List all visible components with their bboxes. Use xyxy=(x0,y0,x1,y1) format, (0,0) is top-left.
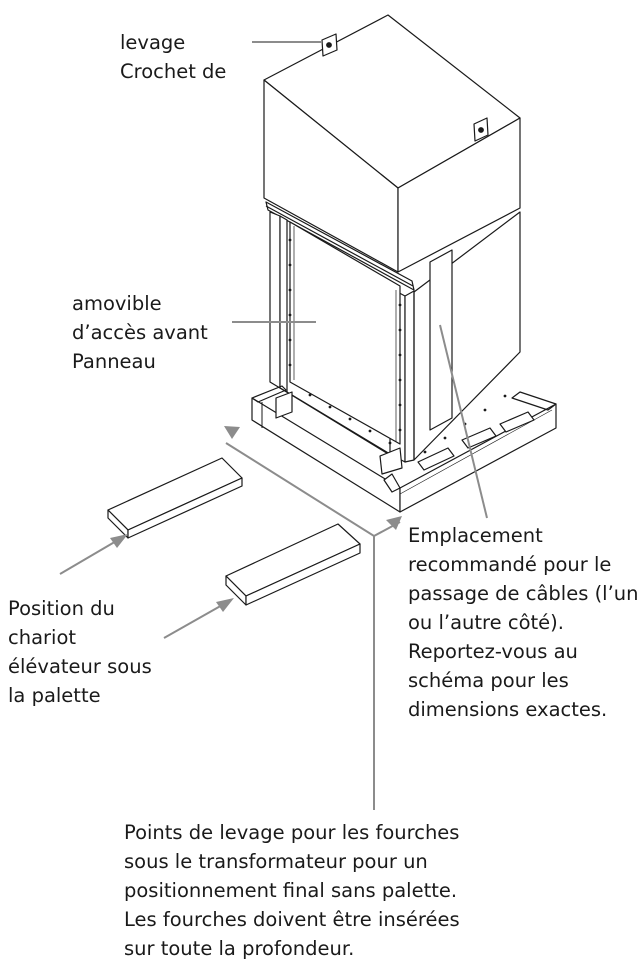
cable-location-label-line: Reportez-vous au xyxy=(408,640,578,663)
forklift-fork-left xyxy=(107,457,243,539)
leader-forklift-left xyxy=(59,539,119,575)
cable-opening xyxy=(429,249,453,431)
lifting-hook-label: levage Crochet de xyxy=(120,28,226,86)
arrow-icon xyxy=(224,426,240,439)
access-panel-label-line: d’accès avant xyxy=(72,321,208,344)
cable-location-label-line: recommandé pour le xyxy=(408,553,612,576)
access-panel-label: amovible d’accès avant Panneau xyxy=(72,289,208,376)
front-access-panel xyxy=(289,221,401,445)
fork-points-label-line: Les fourches doivent être insérées xyxy=(124,908,460,931)
lifting-hook-label-line: levage xyxy=(120,31,186,54)
cable-location-label-line: dimensions exactes. xyxy=(408,698,608,721)
fork-points-label: Points de levage pour les fourches sous … xyxy=(124,818,460,963)
forklift-position-label-line: chariot xyxy=(8,626,77,649)
leader-forklift-right xyxy=(163,603,225,639)
forklift-position-label-line: élévateur sous xyxy=(8,655,152,678)
arrow-icon xyxy=(216,598,234,612)
lifting-hook-icon xyxy=(321,33,338,57)
top-enclosure xyxy=(263,14,521,273)
forklift-position-label: Position du chariot élévateur sous la pa… xyxy=(8,594,152,710)
fork-points-label-line: sous le transformateur pour un xyxy=(124,850,428,873)
fork-points-label-line: positionnement final sans palette. xyxy=(124,879,458,902)
cable-location-label-line: Emplacement xyxy=(408,524,543,547)
cable-location-label-line: passage de câbles (l’un xyxy=(408,582,639,605)
access-panel-label-line: amovible xyxy=(72,292,162,315)
pallet xyxy=(251,385,557,513)
forklift-position-label-line: la palette xyxy=(8,684,101,707)
cable-location-label-line: ou l’autre côté). xyxy=(408,611,564,634)
arrow-icon xyxy=(110,534,128,548)
leader-cable xyxy=(439,324,488,519)
cable-location-label: Emplacement recommandé pour le passage d… xyxy=(408,521,639,724)
fork-points-label-line: Points de levage pour les fourches xyxy=(124,821,460,844)
arrow-icon xyxy=(386,516,402,530)
forklift-fork-right xyxy=(225,523,361,606)
panel-fasteners xyxy=(288,238,507,454)
access-panel-label-line: Panneau xyxy=(72,350,156,373)
top-rail xyxy=(265,201,415,291)
cable-location-label-line: schéma pour les xyxy=(408,669,569,692)
lifting-hook-icon xyxy=(473,117,489,142)
forklift-position-label-line: Position du xyxy=(8,597,115,620)
lifting-hook-label-line: Crochet de xyxy=(120,60,227,83)
fork-points-label-line: sur toute la profondeur. xyxy=(124,937,355,960)
